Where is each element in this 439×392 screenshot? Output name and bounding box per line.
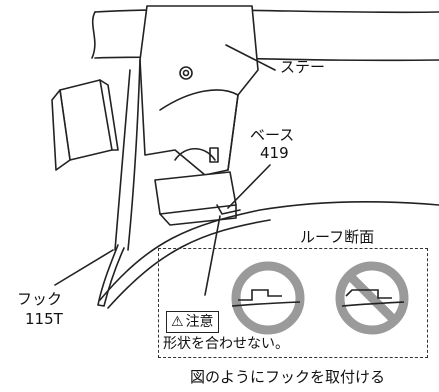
- label-hook-name: フック: [17, 290, 63, 308]
- leader-stay: [225, 44, 276, 71]
- label-roof-section: ルーフ断面: [300, 228, 375, 246]
- caption: 図のようにフックを取付ける: [190, 368, 386, 386]
- leader-callout: [204, 215, 221, 296]
- caution-badge: ⚠ 注意: [166, 311, 219, 333]
- hook-shape: [97, 244, 125, 307]
- label-base-code: 419: [260, 144, 289, 162]
- roof-bar: [94, 8, 439, 14]
- roof-section-ok-symbol: [231, 261, 305, 335]
- warning-triangle-icon: ⚠: [171, 314, 184, 330]
- caution-callout: [158, 248, 428, 358]
- caution-text: 形状を合わせない。: [163, 336, 289, 352]
- leader-base: [227, 164, 271, 209]
- caution-title: 注意: [185, 314, 214, 330]
- base-block: [154, 147, 241, 226]
- label-base-name: ベース: [250, 126, 295, 144]
- roof-panel: [99, 200, 439, 301]
- stay-bracket: [139, 5, 259, 176]
- leader-hook: [54, 249, 114, 286]
- roof-section-ng-symbol: [335, 261, 409, 335]
- label-stay: ステー: [280, 58, 326, 76]
- label-hook-code: 115T: [25, 310, 63, 328]
- side-component: [51, 79, 119, 171]
